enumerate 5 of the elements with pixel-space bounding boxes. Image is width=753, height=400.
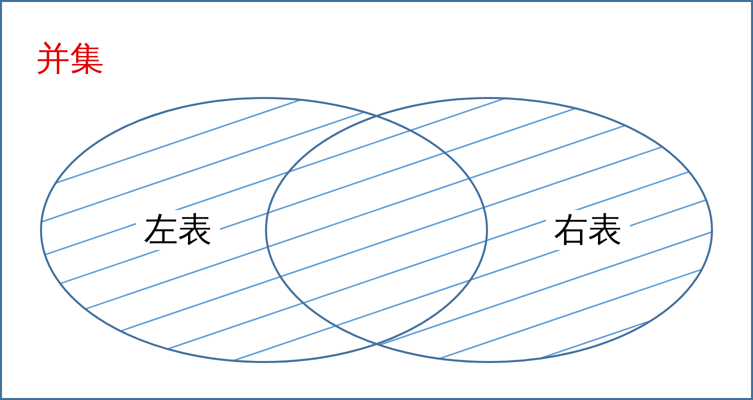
set-ellipse xyxy=(265,97,713,363)
set-ellipse xyxy=(40,97,488,363)
set-label: 左表 xyxy=(136,210,220,250)
set-label: 右表 xyxy=(546,210,630,250)
title: 并集 xyxy=(36,38,104,80)
